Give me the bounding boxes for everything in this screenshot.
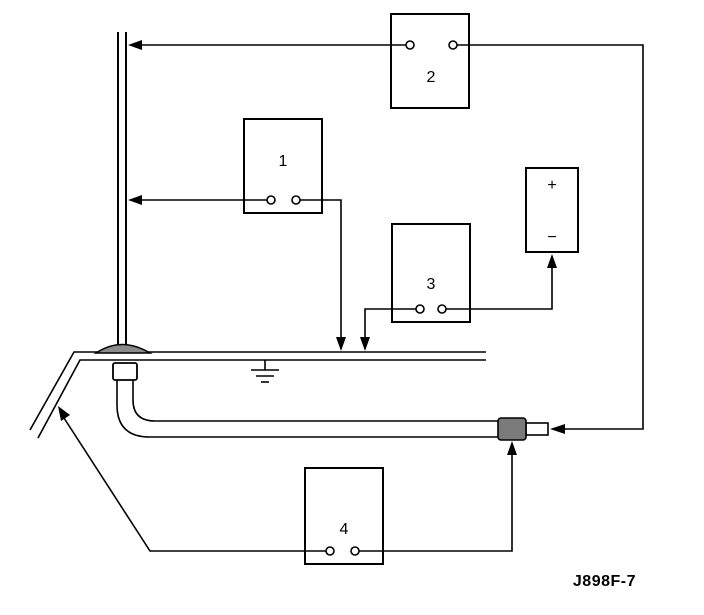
meter-3-terminal-right xyxy=(437,304,447,314)
fender-panel xyxy=(29,351,486,439)
wire-meter4-to-cable xyxy=(359,441,517,552)
wire-meter2-to-cable xyxy=(457,44,644,434)
figure-id: J898F-7 xyxy=(573,573,636,590)
wire-meter4-to-fender xyxy=(58,406,326,552)
antenna-base-dome xyxy=(93,343,153,354)
wire-meter1-to-ground xyxy=(300,199,346,351)
ground-symbol xyxy=(251,360,279,383)
meter-2-label: 2 xyxy=(427,69,436,86)
meter-1-terminal-left xyxy=(266,195,276,205)
meter-3: 3 xyxy=(391,223,471,323)
wire-meter3-to-battery xyxy=(446,254,557,310)
meter-1-terminal-right xyxy=(291,195,301,205)
battery-positive-label: + xyxy=(547,177,556,194)
meter-4: 4 xyxy=(304,467,384,565)
meter-2-terminal-right xyxy=(448,40,458,50)
meter-3-label: 3 xyxy=(427,276,436,293)
battery-negative-label: − xyxy=(547,229,556,246)
meter-1-label: 1 xyxy=(279,153,288,170)
cable-connector xyxy=(497,417,527,441)
antenna-base-connector xyxy=(112,362,138,381)
coaxial-cable xyxy=(116,380,549,438)
wire-meter2-to-mast xyxy=(128,40,406,50)
meter-4-label: 4 xyxy=(340,521,349,538)
antenna-mast xyxy=(117,32,127,345)
meter-2-terminal-left xyxy=(405,40,415,50)
battery: + − xyxy=(525,167,579,253)
meter-3-terminal-left xyxy=(415,304,425,314)
meter-1: 1 xyxy=(243,118,323,214)
meter-4-terminal-left xyxy=(325,546,335,556)
meter-4-terminal-right xyxy=(350,546,360,556)
wire-meter1-to-mast xyxy=(128,195,267,205)
meter-2: 2 xyxy=(390,13,470,109)
wire-meter3-to-ground xyxy=(360,308,416,351)
